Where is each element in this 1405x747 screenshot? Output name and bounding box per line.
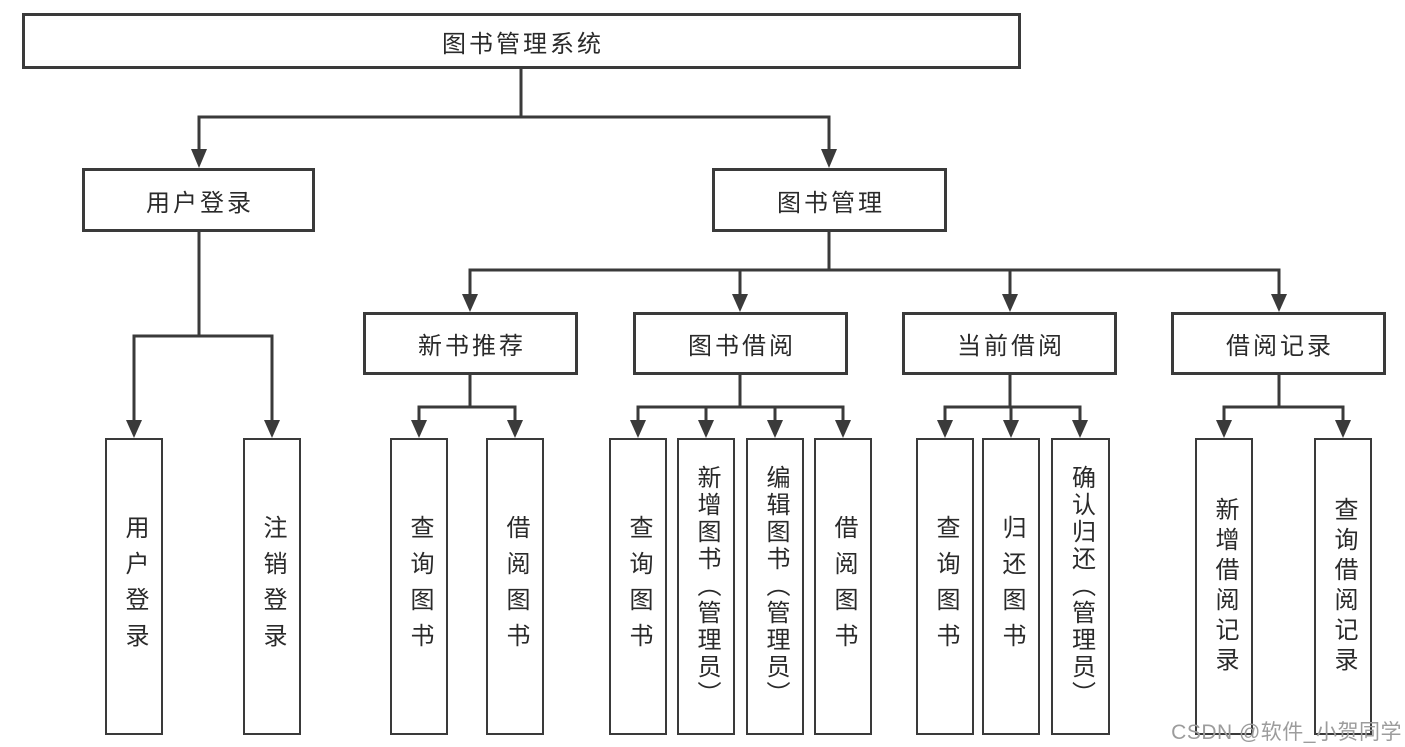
arrow-icon [191, 149, 207, 168]
leaf-rec-query-book: 查询图书 [390, 438, 448, 735]
arrow-icon [732, 294, 748, 312]
leaf-br-add-record: 新增借阅记录 [1195, 438, 1253, 735]
node-user-login-branch-label: 用户登录 [146, 189, 254, 217]
leaf-bb-add-book-label: 新增图书（管理员） [693, 465, 720, 708]
leaf-rec-query-book-label: 查询图书 [406, 514, 433, 659]
leaf-bb-edit-book: 编辑图书（管理员） [746, 438, 804, 735]
node-current-borrow-label: 当前借阅 [957, 333, 1065, 360]
leaf-br-query-record-label: 查询借阅记录 [1330, 496, 1357, 677]
arrow-icon [767, 420, 783, 438]
node-book-borrow: 图书借阅 [633, 312, 848, 375]
leaf-rec-borrow-book: 借阅图书 [486, 438, 544, 735]
arrow-icon [1072, 420, 1088, 438]
leaf-cb-confirm-return: 确认归还（管理员） [1051, 438, 1110, 735]
leaf-logout-label: 注销登录 [259, 514, 286, 659]
leaf-rec-borrow-book-label: 借阅图书 [502, 514, 529, 659]
leaf-bb-add-book: 新增图书（管理员） [677, 438, 735, 735]
leaf-cb-return-book-label: 归还图书 [998, 514, 1025, 659]
arrow-icon [1003, 420, 1019, 438]
node-new-book-rec-label: 新书推荐 [418, 333, 526, 360]
leaf-bb-query-book: 查询图书 [609, 438, 667, 735]
arrow-icon [1216, 420, 1232, 438]
leaf-user-login: 用户登录 [105, 438, 163, 735]
arrow-icon [126, 420, 142, 438]
arrowheads [126, 149, 1351, 438]
node-borrow-records: 借阅记录 [1171, 312, 1386, 375]
leaf-logout: 注销登录 [243, 438, 301, 735]
csdn-watermark: CSDN @软件_小贺同学 [1171, 721, 1402, 744]
arrow-icon [264, 420, 280, 438]
leaf-bb-query-book-label: 查询图书 [625, 514, 652, 659]
arrow-icon [937, 420, 953, 438]
node-borrow-records-label: 借阅记录 [1226, 333, 1334, 360]
arrow-icon [1002, 294, 1018, 312]
leaf-cb-return-book: 归还图书 [982, 438, 1040, 735]
leaf-br-query-record: 查询借阅记录 [1314, 438, 1372, 735]
arrow-icon [462, 294, 478, 312]
arrow-icon [698, 420, 714, 438]
node-user-login-branch: 用户登录 [82, 168, 315, 232]
node-root: 图书管理系统 [22, 13, 1021, 69]
arrow-icon [630, 420, 646, 438]
node-current-borrow: 当前借阅 [902, 312, 1117, 375]
leaf-cb-query-book-label: 查询图书 [932, 514, 959, 659]
node-book-mgmt-branch-label: 图书管理 [777, 189, 885, 217]
arrow-icon [507, 420, 523, 438]
leaf-cb-confirm-return-label: 确认归还（管理员） [1067, 465, 1095, 708]
node-book-mgmt-branch: 图书管理 [712, 168, 947, 232]
leaf-bb-borrow-book-label: 借阅图书 [830, 514, 857, 659]
arrow-icon [1335, 420, 1351, 438]
leaf-br-add-record-label: 新增借阅记录 [1211, 496, 1238, 677]
arrow-icon [411, 420, 427, 438]
node-book-borrow-label: 图书借阅 [688, 333, 796, 360]
arrow-icon [835, 420, 851, 438]
leaf-bb-edit-book-label: 编辑图书（管理员） [762, 465, 789, 708]
leaf-cb-query-book: 查询图书 [916, 438, 974, 735]
leaf-user-login-label: 用户登录 [121, 514, 148, 659]
leaf-bb-borrow-book: 借阅图书 [814, 438, 872, 735]
arrow-icon [1271, 294, 1287, 312]
node-new-book-rec: 新书推荐 [363, 312, 578, 375]
arrow-icon [821, 149, 837, 168]
node-root-label: 图书管理系统 [442, 30, 604, 58]
